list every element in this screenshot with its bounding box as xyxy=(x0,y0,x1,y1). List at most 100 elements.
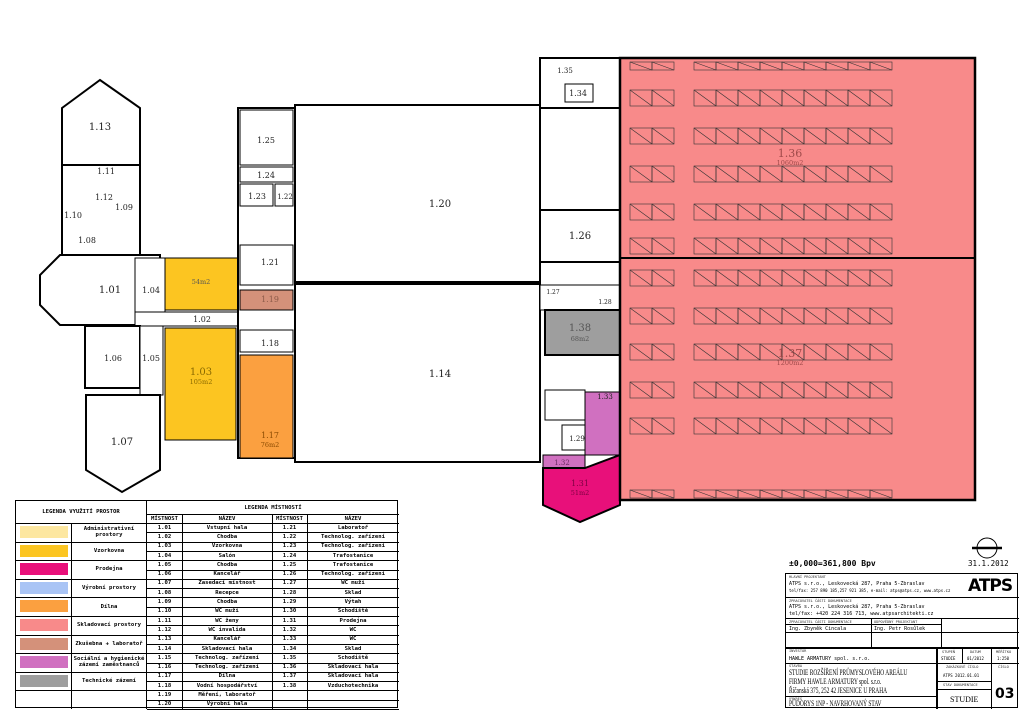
label-1-17-area: 76m2 xyxy=(261,441,280,449)
room-1-03 xyxy=(164,327,237,441)
legend-room-number: 1.06 xyxy=(157,571,172,578)
legend-room-name: Skladovací hala xyxy=(201,645,253,652)
label-1-02: 1.02 xyxy=(193,315,211,324)
legend-room-name: Schodiště xyxy=(337,608,369,615)
label-1-38-area: 68m2 xyxy=(571,335,590,343)
col-header-name-2: NÁZEV xyxy=(344,515,362,522)
room-1-19 xyxy=(239,289,294,311)
stavba-2: FIRMY HAWLE ARMATURY spol. s.r.o. xyxy=(789,677,882,686)
label-1-10: 1.10 xyxy=(64,211,82,220)
legend-room-number: 1.03 xyxy=(157,543,172,550)
legend-room-name: WC muži xyxy=(341,580,365,587)
room-block-toilets xyxy=(61,164,141,256)
storage-rack xyxy=(869,343,893,361)
storage-rack xyxy=(869,269,893,287)
room-1-36-37-hall xyxy=(618,56,977,502)
date-top: 31.1.2012 xyxy=(968,559,1009,568)
zprac-1: ATPS s.r.o., Leskovecká 287, Praha 5-Zbr… xyxy=(789,604,925,610)
legend-room-name: Kancelář xyxy=(213,571,241,578)
legend-room-name: Zasedací místnost xyxy=(198,580,256,587)
legend-room-number xyxy=(272,690,307,699)
room-1-13 xyxy=(61,78,141,166)
storage-rack xyxy=(869,381,893,399)
storage-rack xyxy=(869,61,893,71)
storage-rack xyxy=(651,269,675,287)
legend-room-number: 1.13 xyxy=(157,636,172,643)
legend-room-number: 1.23 xyxy=(282,543,297,550)
storage-rack xyxy=(651,343,675,361)
label-1-18: 1.18 xyxy=(261,339,279,348)
storage-rack xyxy=(651,61,675,71)
room-1-33 xyxy=(584,391,621,456)
legend-room-number: 1.21 xyxy=(282,524,297,531)
label-1-35: 1.35 xyxy=(557,67,573,75)
stav: STUDIE xyxy=(950,695,979,704)
legend-room-name: WC xyxy=(349,636,357,643)
label-1-13: 1.13 xyxy=(89,122,111,133)
legend-room-name: Chodba xyxy=(216,561,238,568)
legend-room-number: 1.14 xyxy=(157,645,172,652)
north-arrow xyxy=(972,537,1002,559)
storage-rack xyxy=(651,307,675,325)
legend-room-name: Technolog. zařízení xyxy=(195,654,259,661)
legend-use-label: Skladovací prostory xyxy=(77,622,141,629)
legend-use-label: Sociální a hygienické zázemí zaměstnanců xyxy=(73,656,145,669)
col-header-room: MÍSTNOST xyxy=(151,515,178,522)
legend-room-number: 1.09 xyxy=(157,599,172,606)
h-stav: STAV DOKUMENTACE xyxy=(943,683,978,687)
legend-room-name: Laboratoř xyxy=(337,524,369,531)
legend-room-number: 1.37 xyxy=(282,673,297,680)
label-1-29: 1.29 xyxy=(569,435,585,443)
legend-room-name: WC muži xyxy=(215,608,239,615)
h-investor: INVESTOR xyxy=(789,649,807,653)
name-1: Ing. Zbyněk Cincala xyxy=(789,626,847,632)
legend-room-number: 1.27 xyxy=(282,580,297,587)
label-1-20: 1.20 xyxy=(429,199,451,210)
storage-rack xyxy=(869,417,893,435)
vykres: PŮDORYS 1NP - NAVRHOVANÝ STAV xyxy=(789,699,882,708)
storage-rack xyxy=(651,489,675,499)
stupen: STUDIE xyxy=(941,656,956,661)
label-1-28: 1.28 xyxy=(598,299,612,306)
legend-room-number: 1.16 xyxy=(157,664,172,671)
h-datum: DATUM xyxy=(970,650,981,654)
legend-room-name xyxy=(307,700,399,709)
legend-room-number: 1.25 xyxy=(282,561,297,568)
legend-room-name: Skladovací hala xyxy=(327,673,379,680)
label-1-36: 1.36 xyxy=(778,147,803,160)
zprac-2: tel/fax: +420 224 316 713, www.atpsarchi… xyxy=(789,611,934,617)
legend-room-number: 1.24 xyxy=(282,552,297,559)
storage-rack xyxy=(651,89,675,107)
legend-room-name: Technolog. zařízení xyxy=(321,533,385,540)
legend-room-number: 1.29 xyxy=(282,599,297,606)
room-1-31 xyxy=(542,453,621,524)
legend-use-label: Vzorkovna xyxy=(93,547,125,554)
legend-swatch xyxy=(20,600,68,613)
label-1-23: 1.23 xyxy=(248,192,266,201)
label-1-19: 1.19 xyxy=(261,295,279,304)
legend-room-name xyxy=(307,690,399,699)
legend-room-number: 1.32 xyxy=(282,626,297,633)
storage-rack xyxy=(651,381,675,399)
label-1-26: 1.26 xyxy=(569,231,591,242)
legend-use-label: Prodejna xyxy=(95,566,123,573)
label-1-03-area: 105m2 xyxy=(190,378,213,386)
legend-room-number: 1.08 xyxy=(157,589,172,596)
label-1-27: 1.27 xyxy=(546,289,560,296)
stavba-1: STUDIE ROZŠÍŘENÍ PRŮMYSLOVÉHO AREÁLU xyxy=(789,668,908,677)
legend-room-number: 1.33 xyxy=(282,636,297,643)
legend-table: LEGENDA VYUŽITÍ PROSTOR LEGENDA MÍSTNOST… xyxy=(15,500,399,710)
label-1-25: 1.25 xyxy=(257,136,275,145)
label-vzorkovna-area: 54m2 xyxy=(192,278,211,286)
legend-room-name: WC ženy xyxy=(215,617,239,624)
legend-room-name: Skladovací hala xyxy=(327,664,379,671)
label-1-34: 1.34 xyxy=(569,89,587,98)
legend-room-name: Chodba xyxy=(216,533,238,540)
legend-swatch xyxy=(20,637,68,650)
storage-rack xyxy=(869,489,893,499)
h-vykres: VÝKRES xyxy=(789,697,802,701)
legend-use-label: Administrativní prostory xyxy=(83,526,135,539)
storage-rack xyxy=(651,127,675,145)
label-1-24: 1.24 xyxy=(257,171,275,180)
